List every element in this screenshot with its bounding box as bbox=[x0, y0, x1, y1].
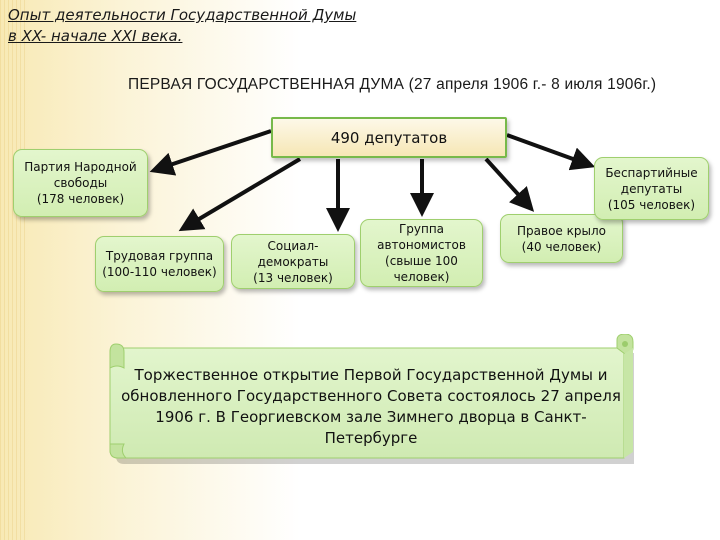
group-line: Социал- bbox=[267, 238, 319, 253]
root-node-deputies: 490 депутатов bbox=[271, 117, 507, 158]
group-node-trudoviki: Трудовая группа (100-110 человек) bbox=[95, 236, 224, 292]
group-node-non-party: Беспартийные депутаты (105 человек) bbox=[594, 157, 709, 220]
group-line: демократы bbox=[257, 254, 329, 269]
group-line: (40 человек) bbox=[521, 239, 602, 254]
group-line: Правое крыло bbox=[517, 223, 606, 238]
arrow-to-right-wing bbox=[484, 157, 535, 212]
arrow-to-kadets bbox=[149, 129, 272, 176]
header-title: Опыт деятельности Государственной Думы в… bbox=[8, 5, 368, 47]
page-title: ПЕРВАЯ ГОСУДАРСТВЕННАЯ ДУМА (27 апреля 1… bbox=[128, 76, 657, 93]
arrow-to-trudoviki bbox=[178, 157, 302, 232]
group-line: (105 человек) bbox=[607, 197, 696, 212]
group-line: автономистов bbox=[377, 238, 466, 252]
group-node-kadets: Партия Народной свободы (178 человек) bbox=[13, 149, 148, 217]
group-line: Беспартийные bbox=[605, 165, 698, 180]
root-node-label: 490 депутатов bbox=[330, 128, 448, 147]
group-line: (100-110 человек) bbox=[102, 265, 217, 279]
group-line: (178 человек) bbox=[36, 192, 125, 206]
group-line: депутаты bbox=[620, 181, 683, 196]
scroll-banner bbox=[109, 334, 634, 464]
group-node-social-democrats: Социал- демократы (13 человек) bbox=[231, 234, 355, 289]
group-line: Партия Народной bbox=[24, 160, 137, 174]
group-line: Группа bbox=[398, 222, 445, 236]
group-line: человек) bbox=[393, 270, 450, 284]
arrow-to-non-party bbox=[506, 133, 596, 171]
group-node-right-wing: Правое крыло (40 человек) bbox=[500, 214, 623, 263]
header-title-line-2: в XX- начале XXI века. bbox=[8, 27, 183, 45]
group-line: свободы bbox=[53, 176, 108, 190]
header-title-line-1: Опыт деятельности Государственной Думы bbox=[8, 6, 357, 24]
group-line: (свыше 100 bbox=[385, 254, 458, 268]
scroll-note-text: Торжественное открытие Первой Государств… bbox=[121, 366, 621, 447]
group-node-autonomists: Группа автономистов (свыше 100 человек) bbox=[360, 219, 483, 287]
background-stripes bbox=[0, 0, 26, 540]
group-line: Трудовая группа bbox=[105, 249, 214, 263]
group-line: (13 человек) bbox=[253, 270, 333, 285]
